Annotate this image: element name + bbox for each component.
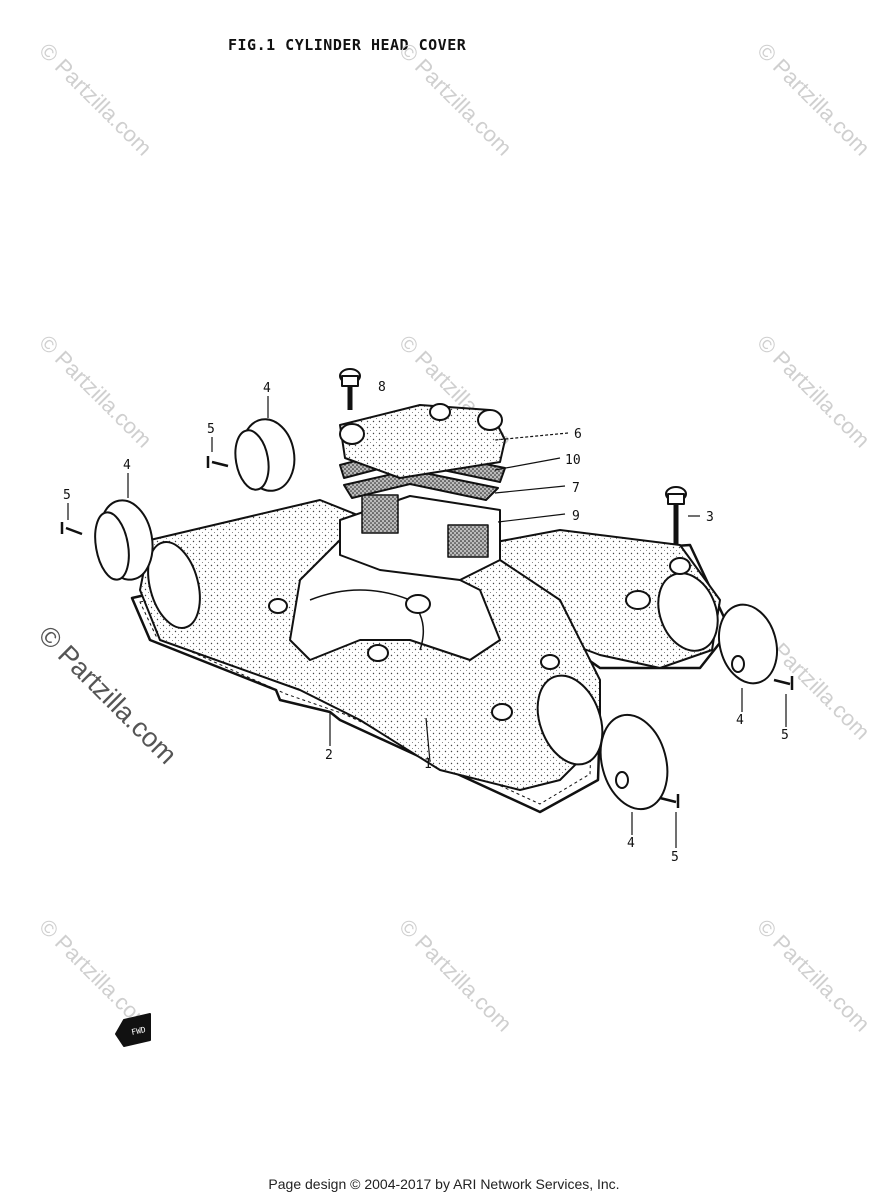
callout-10: 10 (565, 453, 581, 468)
callout-3: 3 (706, 510, 714, 525)
breather-cover-6 (339, 404, 506, 479)
callout-2: 2 (325, 748, 333, 763)
callout-9: 9 (572, 509, 580, 524)
screw-5a (206, 456, 229, 468)
callout-5a: 5 (207, 422, 215, 437)
end-cap-4-rear-left (234, 418, 296, 492)
callout-8: 8 (378, 380, 386, 395)
callout-4a: 4 (263, 381, 271, 396)
screw-5b (60, 522, 83, 536)
screw-5d (659, 794, 680, 808)
callout-5d: 5 (671, 850, 679, 865)
end-cap-4-front-left (94, 499, 154, 581)
fwd-arrow-icon (115, 1013, 151, 1047)
footer-credit: Page design © 2004-2017 by ARI Network S… (268, 1176, 620, 1192)
callout-4c: 4 (736, 713, 744, 728)
callout-4b: 4 (123, 458, 131, 473)
figure-title: FIG.1 CYLINDER HEAD COVER (228, 36, 467, 54)
end-cap-4-front-right (599, 713, 669, 811)
fwd-label: FWD (131, 1025, 147, 1037)
end-cap-4-rear-right (718, 603, 778, 685)
bolt-3 (665, 486, 687, 544)
callout-7: 7 (572, 481, 580, 496)
callout-4d: 4 (627, 836, 635, 851)
callout-5c: 5 (781, 728, 789, 743)
callout-5b: 5 (63, 488, 71, 503)
callout-6: 6 (574, 427, 582, 442)
screw-5c (773, 676, 794, 690)
bolt-8 (339, 368, 361, 410)
callout-1: 1 (424, 757, 432, 772)
